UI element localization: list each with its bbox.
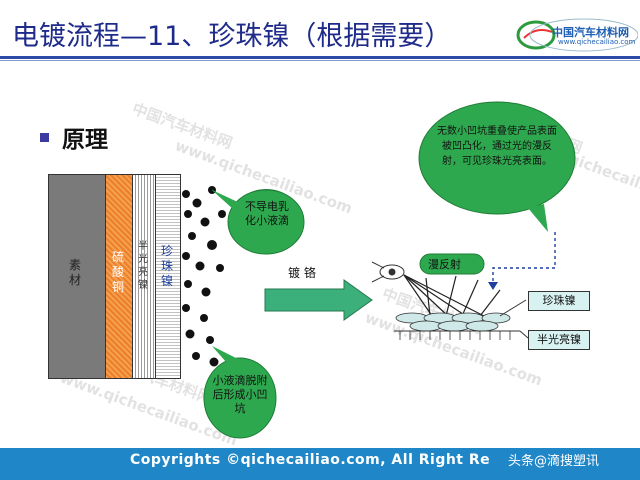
section-heading: 原理: [62, 127, 108, 153]
bullet-icon: [40, 133, 49, 142]
layer-label-semi-bright-nickel: 半光亮镍: [138, 241, 148, 291]
layer-label-acid-copper: 硫酸铜: [111, 250, 124, 294]
layer-label-pearl-nickel: 珍珠镍: [160, 244, 173, 288]
diffuse-reflection-label: 漫反射: [428, 258, 461, 271]
callout-pits: 小液滴脱附后形成小凹坑: [212, 374, 268, 415]
logo-text: 中国汽车材料网: [552, 26, 629, 39]
plating-label: 镀 铬: [288, 266, 316, 280]
logo-icon: [516, 18, 638, 52]
title-divider: [0, 56, 640, 59]
layer-substrate: [48, 174, 106, 379]
title-divider: [0, 60, 640, 61]
callout-diffuse-reflection: 无数小凹坑重叠使产品表面被凹凸化，通过光的漫反射，可见珍珠光亮表面。: [437, 126, 557, 167]
layer-pearl-nickel: [155, 174, 181, 379]
attribution-text: 头条@滴搜塑讯: [508, 454, 600, 469]
footer-bar: [0, 448, 640, 480]
page-title: 电镀流程—11、珍珠镍（根据需要）: [12, 21, 452, 52]
layer-label-substrate: 素材: [68, 258, 81, 287]
label-semi-bright-nickel: 半光亮镍: [528, 330, 590, 350]
label-pearl-nickel: 珍珠镍: [528, 291, 590, 311]
callout-droplets: 不导电乳化小液滴: [245, 200, 289, 227]
footer-copyright: Copyrights ©qichecailiao.com, All Right …: [130, 452, 491, 468]
logo-url: www.qichecailiao.com: [558, 38, 636, 46]
